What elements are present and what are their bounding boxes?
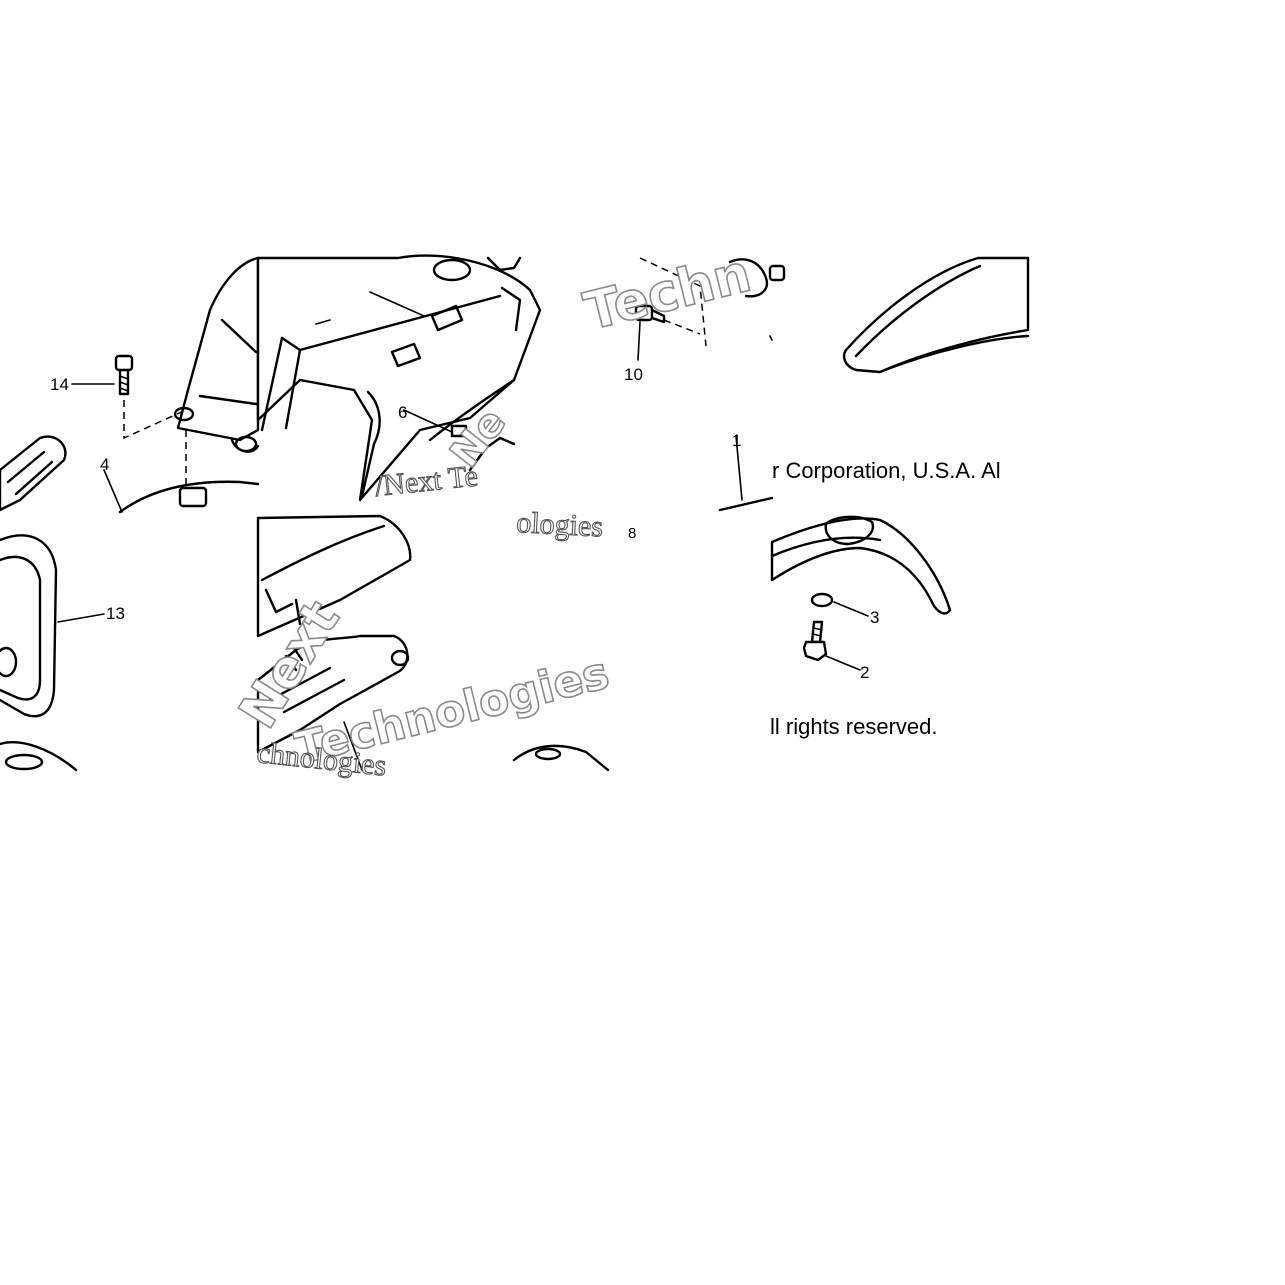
callout-13: 13 bbox=[106, 604, 125, 623]
callout-10: 10 bbox=[624, 365, 643, 384]
bolt-14-part bbox=[114, 354, 134, 396]
tile-top-left bbox=[0, 256, 260, 772]
bolt-2-part bbox=[802, 620, 828, 662]
tail-light-part bbox=[0, 435, 67, 512]
callout-2: 2 bbox=[860, 663, 869, 682]
svg-text:6: 6 bbox=[398, 403, 407, 422]
callout-1: 1 bbox=[732, 431, 741, 450]
side-rail-part bbox=[256, 634, 409, 754]
front-fender-part bbox=[770, 517, 952, 615]
washer-3-part bbox=[810, 592, 834, 608]
watermark-text: Techn bbox=[579, 244, 757, 343]
grab-rack-13-part bbox=[0, 534, 58, 718]
bolt-10-part bbox=[634, 304, 666, 324]
tile-bottom-middle bbox=[256, 514, 412, 771]
copyright-line-1: r Corporation, U.S.A. Al bbox=[772, 458, 1001, 483]
tile-top-center-right bbox=[634, 257, 786, 512]
copyright-line-2: ll rights reserved. bbox=[770, 714, 938, 739]
callout-4: 4 bbox=[100, 455, 109, 474]
callout-3: 3 bbox=[870, 608, 879, 627]
tile-bottom-center bbox=[512, 744, 610, 772]
seat-bracket-part bbox=[176, 256, 260, 442]
rear-fender-part bbox=[842, 256, 1030, 374]
callout-8: 8 bbox=[628, 525, 636, 542]
tile-top-right bbox=[842, 256, 1030, 374]
rear-cowl-part bbox=[256, 254, 542, 502]
tile-top-middle: 6 bbox=[256, 254, 542, 502]
callout-labels: 14 4 13 10 8 3 2 1 bbox=[50, 365, 879, 682]
callout-14: 14 bbox=[50, 375, 69, 394]
tile-bottom-right bbox=[770, 515, 952, 671]
watermark-text: ologies bbox=[516, 506, 604, 543]
